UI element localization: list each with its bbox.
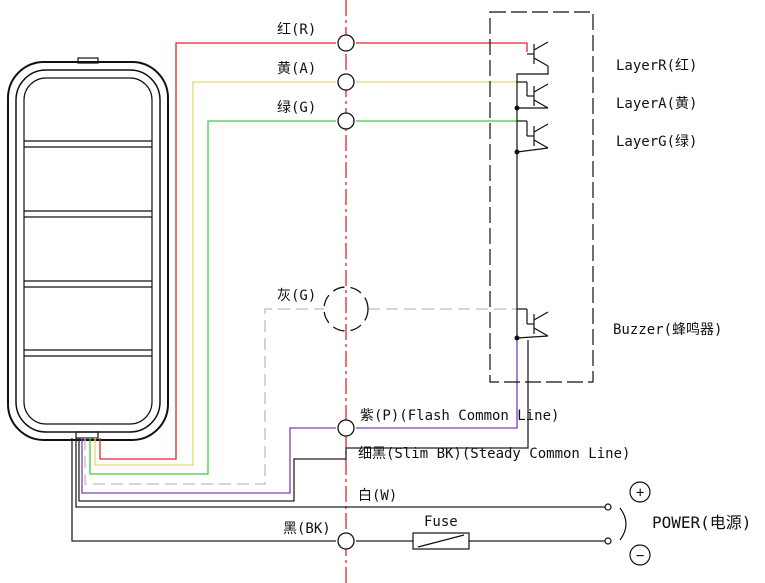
tower-light bbox=[7, 57, 169, 441]
controller-box bbox=[489, 11, 594, 383]
junction-dots bbox=[514, 105, 520, 341]
label-fuse: Fuse bbox=[424, 514, 458, 530]
wire-gray bbox=[84, 308, 517, 485]
label-slim-black-wire: 细黑(Slim BK)(Steady Common Line) bbox=[358, 446, 630, 462]
fuse-symbol bbox=[412, 532, 470, 550]
wire-white bbox=[75, 438, 605, 508]
minus-circle bbox=[629, 544, 651, 566]
terminal-red bbox=[337, 34, 355, 52]
terminal-black bbox=[337, 532, 355, 550]
transistor-layer-g bbox=[517, 120, 549, 149]
minus-sign: − bbox=[636, 548, 644, 564]
controller-bus bbox=[516, 66, 549, 339]
wire-green bbox=[89, 120, 517, 475]
wire-slim-black bbox=[78, 340, 529, 502]
label-black-wire: 黑(BK) bbox=[283, 521, 331, 537]
transistor-layer-a bbox=[517, 81, 549, 109]
label-purple-wire: 紫(P)(Flash Common Line) bbox=[360, 408, 559, 424]
label-green-wire: 绿(G) bbox=[277, 100, 316, 116]
label-power: POWER(电源) bbox=[652, 513, 751, 532]
label-buzzer: Buzzer(蜂鸣器) bbox=[613, 321, 722, 338]
label-white-wire: 白(W) bbox=[358, 488, 397, 504]
terminal-green bbox=[337, 112, 355, 130]
terminal-yellow bbox=[337, 73, 355, 91]
power-terminals bbox=[604, 481, 651, 566]
wire-purple bbox=[81, 338, 518, 494]
plus-circle bbox=[629, 481, 651, 503]
label-layer-r: LayerR(红) bbox=[616, 58, 697, 74]
power-bracket bbox=[619, 507, 627, 541]
label-yellow-wire: 黄(A) bbox=[277, 60, 316, 77]
transistor-layer-r bbox=[527, 41, 549, 67]
wire-red bbox=[99, 42, 528, 460]
label-layer-g: LayerG(绿) bbox=[616, 134, 697, 150]
terminal-gray bbox=[323, 286, 369, 332]
terminal-purple bbox=[337, 419, 355, 437]
label-layer-a: LayerA(黄) bbox=[616, 95, 697, 112]
terminals bbox=[337, 34, 355, 550]
wire-black bbox=[71, 438, 605, 542]
label-gray-wire: 灰(G) bbox=[277, 288, 316, 304]
transistor-buzzer bbox=[517, 308, 549, 337]
label-red-wire: 红(R) bbox=[277, 22, 316, 38]
plus-sign: + bbox=[636, 485, 644, 501]
